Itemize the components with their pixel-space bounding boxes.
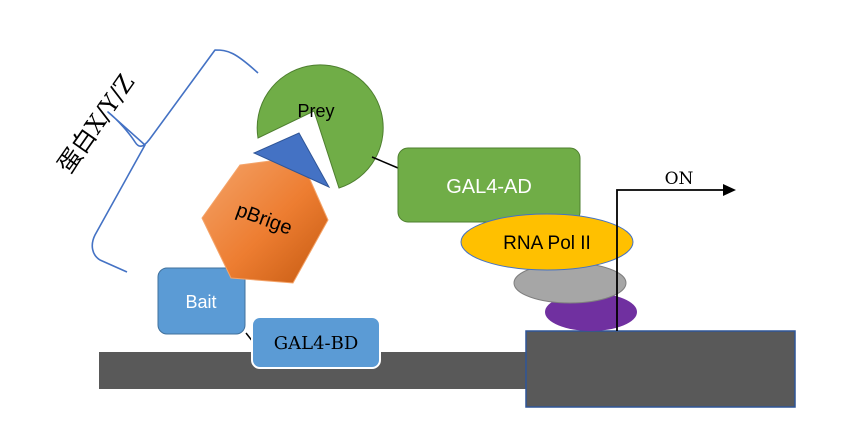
- gal4-ad-label: GAL4-AD: [446, 176, 532, 198]
- prey-ad-connector: [371, 156, 399, 169]
- promoter-block: [525, 330, 796, 408]
- on-label: ON: [665, 169, 694, 189]
- bait-protein: [157, 267, 246, 335]
- gal4-bd-domain: [251, 316, 381, 369]
- prey-protein: [256, 64, 384, 189]
- rna-pol-ii: [460, 213, 634, 271]
- protein-brace: [91, 49, 259, 273]
- prey-label: Prey: [297, 101, 334, 121]
- arrow-head: [723, 184, 736, 196]
- rna-pol-label: RNA Pol II: [503, 233, 591, 254]
- transcription-arrow: [616, 189, 725, 331]
- proteins-label: 蛋白X/Y/Z: [52, 69, 140, 178]
- prey-binding-site: [252, 132, 331, 189]
- bait-label: Bait: [185, 292, 216, 312]
- gal4-bd-label: GAL4-BD: [274, 333, 359, 354]
